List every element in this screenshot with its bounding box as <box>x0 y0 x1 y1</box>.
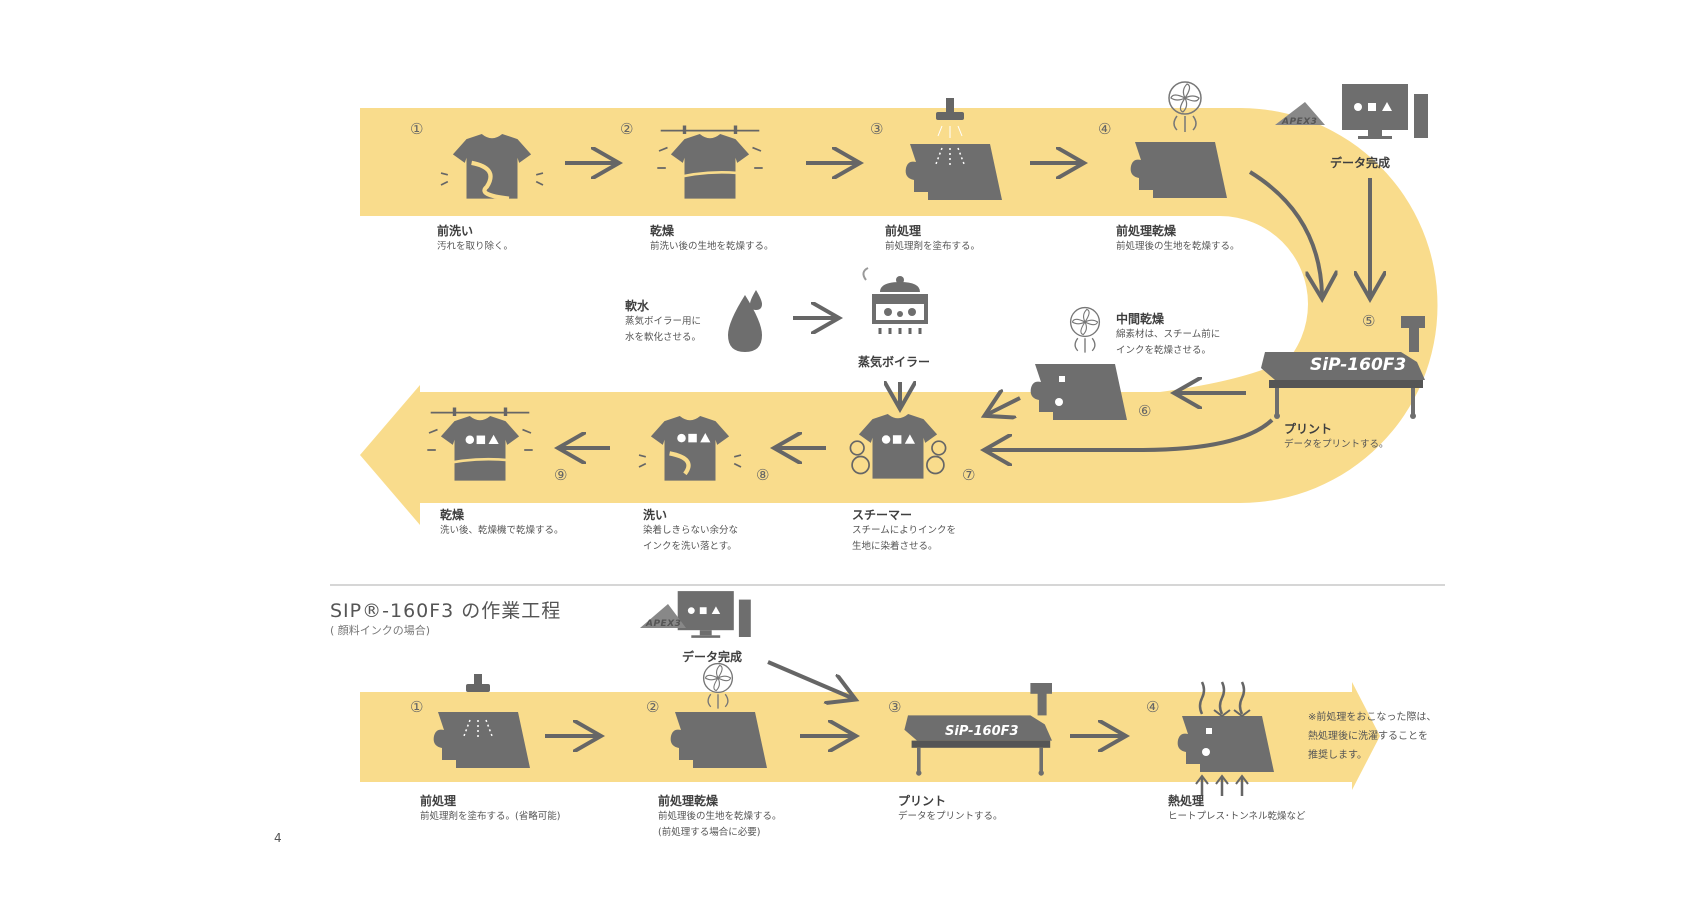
shower-icon <box>433 674 530 768</box>
boiler-icon <box>862 267 928 334</box>
step-number: ⑦ <box>962 466 976 484</box>
step-5-label: プリント データをプリントする。 <box>1284 422 1389 450</box>
boiler-label: 蒸気ボイラー <box>858 355 931 369</box>
bottom-step-4-label: 熱処理 ヒートプレス･トンネル乾燥など <box>1168 794 1306 822</box>
computer-icon <box>1342 84 1428 139</box>
apex-logo-icon <box>640 604 686 628</box>
arrow-6-7 <box>988 398 1021 414</box>
apex-logo-text: APEX3 <box>1282 117 1318 127</box>
step-number: ⑥ <box>1138 402 1152 420</box>
step-6-label: 中間乾燥 綿素材は、スチーム前に インクを乾燥させる。 <box>1116 312 1221 356</box>
step-number: ⑨ <box>554 466 568 484</box>
step-number: ④ <box>1146 698 1160 716</box>
tshirt-dry-icon <box>427 407 533 481</box>
section-subtitle: ( 顔料インクの場合) <box>330 624 431 637</box>
step-number: ⑧ <box>756 466 770 484</box>
arrow-data-print <box>767 660 852 698</box>
data-complete-label: データ完成 <box>682 650 743 664</box>
step-number: ② <box>620 120 634 138</box>
process-band-bottom <box>360 682 1380 790</box>
step-number: ⑤ <box>1362 312 1376 330</box>
step-number: ② <box>646 698 660 716</box>
step-1-label: 前洗い 汚れを取り除く。 <box>437 224 514 252</box>
step-8-label: 洗い 染着しきらない余分な インクを洗い落とす。 <box>643 508 739 552</box>
step-number: ④ <box>1098 120 1112 138</box>
fabric-icon <box>670 712 767 768</box>
shower-icon <box>905 98 1002 200</box>
soft-water-label: 軟水 蒸気ボイラー用に 水を軟化させる。 <box>625 299 702 343</box>
arrow-4-5 <box>1248 170 1322 295</box>
step-3-label: 前処理 前処理剤を塗布する。 <box>885 224 981 252</box>
apex-logo-icon <box>1275 102 1325 125</box>
tshirt-steam-icon <box>849 414 947 479</box>
step-number: ③ <box>870 120 884 138</box>
tshirt-wash-icon <box>638 416 742 481</box>
note-text: ※前処理をおこなった際は、 熱処理後に洗濯することを 推奨します。 <box>1308 712 1437 761</box>
fan-icon <box>702 662 734 710</box>
apex-logo-text: APEX3 <box>646 619 682 629</box>
bottom-step-1-label: 前処理 前処理剤を塗布する。(省略可能) <box>420 794 561 822</box>
data-complete-label: データ完成 <box>1330 156 1391 170</box>
page-number: 4 <box>274 831 282 845</box>
bottom-step-2-label: 前処理乾燥 前処理後の生地を乾燥する。 (前処理する場合に必要) <box>658 794 782 838</box>
water-drop-icon <box>728 295 762 352</box>
step-2-label: 乾燥 前洗い後の生地を乾燥する。 <box>650 224 774 252</box>
step-4-label: 前処理乾燥 前処理後の生地を乾燥する。 <box>1116 224 1240 252</box>
tshirt-icon <box>440 134 544 201</box>
computer-icon <box>677 591 751 638</box>
arrow-5-7 <box>988 418 1274 450</box>
step-9-label: 乾燥 洗い後、乾燥機で乾燥する。 <box>440 508 564 536</box>
fan-icon <box>1168 81 1202 133</box>
step-number: ① <box>410 120 424 138</box>
step-number: ③ <box>888 698 902 716</box>
fabric-icon <box>1130 142 1227 198</box>
step-number: ① <box>410 698 424 716</box>
bottom-step-3-label: プリント データをプリントする。 <box>898 794 1003 822</box>
printer-brand: SiP-160F3 <box>945 724 1019 739</box>
heat-press-icon <box>1177 681 1274 796</box>
step-7-label: スチーマー スチームによりインクを 生地に染着させる。 <box>852 508 957 552</box>
fan-icon <box>1069 306 1101 354</box>
fabric-shapes-icon <box>1030 364 1127 420</box>
section-title: SIP®-160F3 の作業工程 <box>330 600 562 622</box>
printer-brand: SiP-160F3 <box>1310 355 1407 375</box>
tshirt-drying-icon <box>657 125 763 199</box>
